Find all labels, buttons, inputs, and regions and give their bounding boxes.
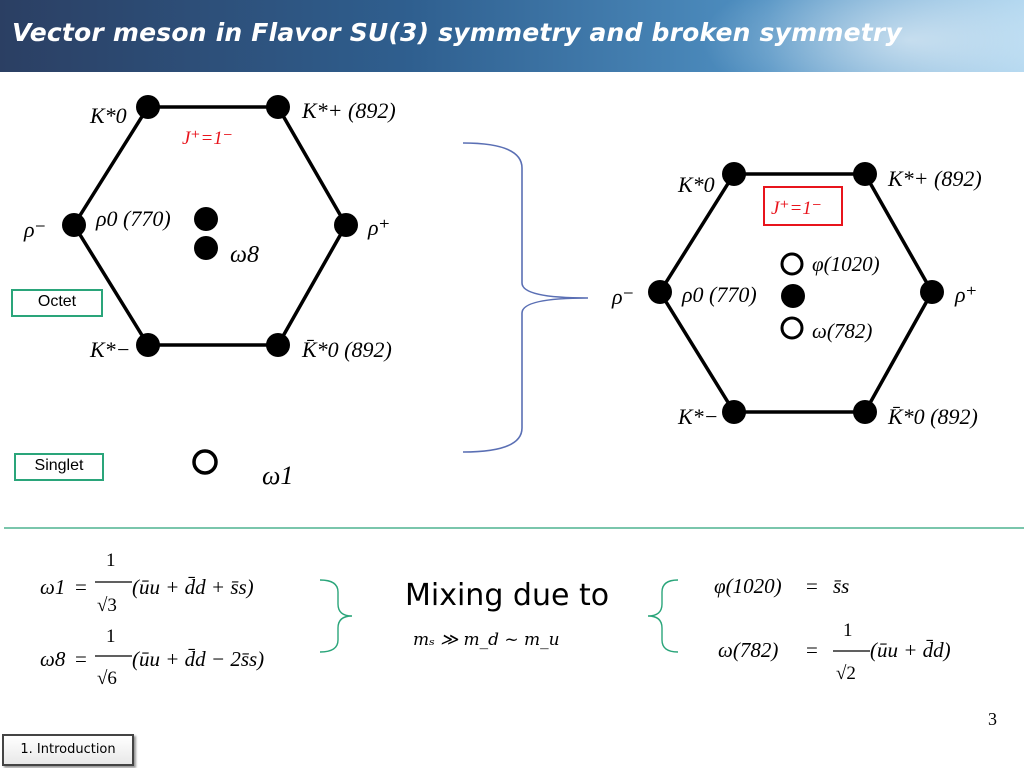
omega1-ring xyxy=(192,449,218,475)
page-number: 3 xyxy=(988,709,997,729)
label-kminus: K*− xyxy=(89,337,131,362)
left-equation-brace xyxy=(319,579,353,653)
omega8-dot xyxy=(194,236,218,260)
eq-omega1-content: (ūu + d̄d + s̄s) xyxy=(132,575,254,599)
header-glow xyxy=(700,0,1024,72)
rho0-dot xyxy=(194,207,218,231)
eq-omega-den: √2 xyxy=(836,663,856,684)
slide-title: Vector meson in Flavor SU(3) symmetry an… xyxy=(12,18,902,47)
label-k0: K*0 xyxy=(89,103,127,128)
label-phi: φ(1020) xyxy=(812,252,880,276)
label-rho-plus-broken: ρ⁺ xyxy=(954,282,977,307)
kplus-dot xyxy=(266,95,290,119)
label-kplus: K*+ (892) xyxy=(301,98,396,123)
label-jp-broken: J⁺=1⁻ xyxy=(771,198,822,219)
label-kplus-broken: K*+ (892) xyxy=(887,166,982,191)
label-kbar0-broken: K̄*0 (892) xyxy=(887,404,978,429)
eq-phi-rhs: s̄s xyxy=(833,574,849,598)
kbar0-dot xyxy=(266,333,290,357)
label-kminus-broken: K*− xyxy=(677,404,719,429)
rho-minus-dot-broken xyxy=(648,280,672,304)
slide-header: Vector meson in Flavor SU(3) symmetry an… xyxy=(0,0,1024,72)
label-rho0: ρ0 (770) xyxy=(95,206,171,231)
eq-omega-content: (ūu + d̄d) xyxy=(870,638,951,662)
eq-omega1-den: √3 xyxy=(97,595,117,616)
grouping-brace xyxy=(462,142,589,453)
label-rho0-broken: ρ0 (770) xyxy=(681,282,757,307)
label-rho-minus-broken: ρ⁻ xyxy=(611,284,634,309)
label-rho-plus: ρ⁺ xyxy=(367,215,390,240)
label-omega: ω(782) xyxy=(812,319,872,343)
eq-omega-num: 1 xyxy=(843,620,853,641)
eq-omega8-den: √6 xyxy=(97,668,117,689)
rho-plus-dot xyxy=(334,213,358,237)
eq-omega8-content: (ūu + d̄d − 2s̄s) xyxy=(132,647,264,671)
label-rho-minus: ρ⁻ xyxy=(23,217,46,242)
eq-omega1-num: 1 xyxy=(106,550,116,571)
eq-omega1-equals: = xyxy=(75,575,87,599)
eq-omega1-lhs: ω1 xyxy=(40,575,65,599)
rho-minus-dot xyxy=(62,213,86,237)
eq-phi-lhs: φ(1020) xyxy=(714,574,782,598)
kbar0-dot-broken xyxy=(853,400,877,424)
label-jp: J⁺=1⁻ xyxy=(182,128,233,149)
kminus-dot-broken xyxy=(722,400,746,424)
singlet-label: Singlet xyxy=(14,453,104,481)
label-kbar0: K̄*0 (892) xyxy=(301,337,392,362)
jp-box xyxy=(763,186,843,226)
footer-section-label: 1. Introduction xyxy=(2,734,134,766)
label-omega8: ω8 xyxy=(230,242,259,268)
label-k0-broken: K*0 xyxy=(677,172,715,197)
eq-omega-equals: = xyxy=(806,638,818,662)
eq-omega8-equals: = xyxy=(75,647,87,671)
phi-ring xyxy=(780,252,804,276)
label-omega1: ω1 xyxy=(262,461,293,490)
eq-omega8-num: 1 xyxy=(106,626,116,647)
mass-relation: mₛ ≫ m_d ~ m_u xyxy=(413,630,560,650)
omega-ring xyxy=(780,316,804,340)
mixing-label: Mixing due to xyxy=(405,578,610,613)
kminus-dot xyxy=(136,333,160,357)
right-equation-brace xyxy=(647,579,679,653)
k0-dot xyxy=(136,95,160,119)
octet-label: Octet xyxy=(11,289,103,317)
rho0-dot-broken xyxy=(781,284,805,308)
eq-omega-lhs: ω(782) xyxy=(718,638,778,662)
eq-phi-equals: = xyxy=(806,574,818,598)
k0-dot-broken xyxy=(722,162,746,186)
eq-omega8-lhs: ω8 xyxy=(40,647,66,671)
kplus-dot-broken xyxy=(853,162,877,186)
rho-plus-dot-broken xyxy=(920,280,944,304)
